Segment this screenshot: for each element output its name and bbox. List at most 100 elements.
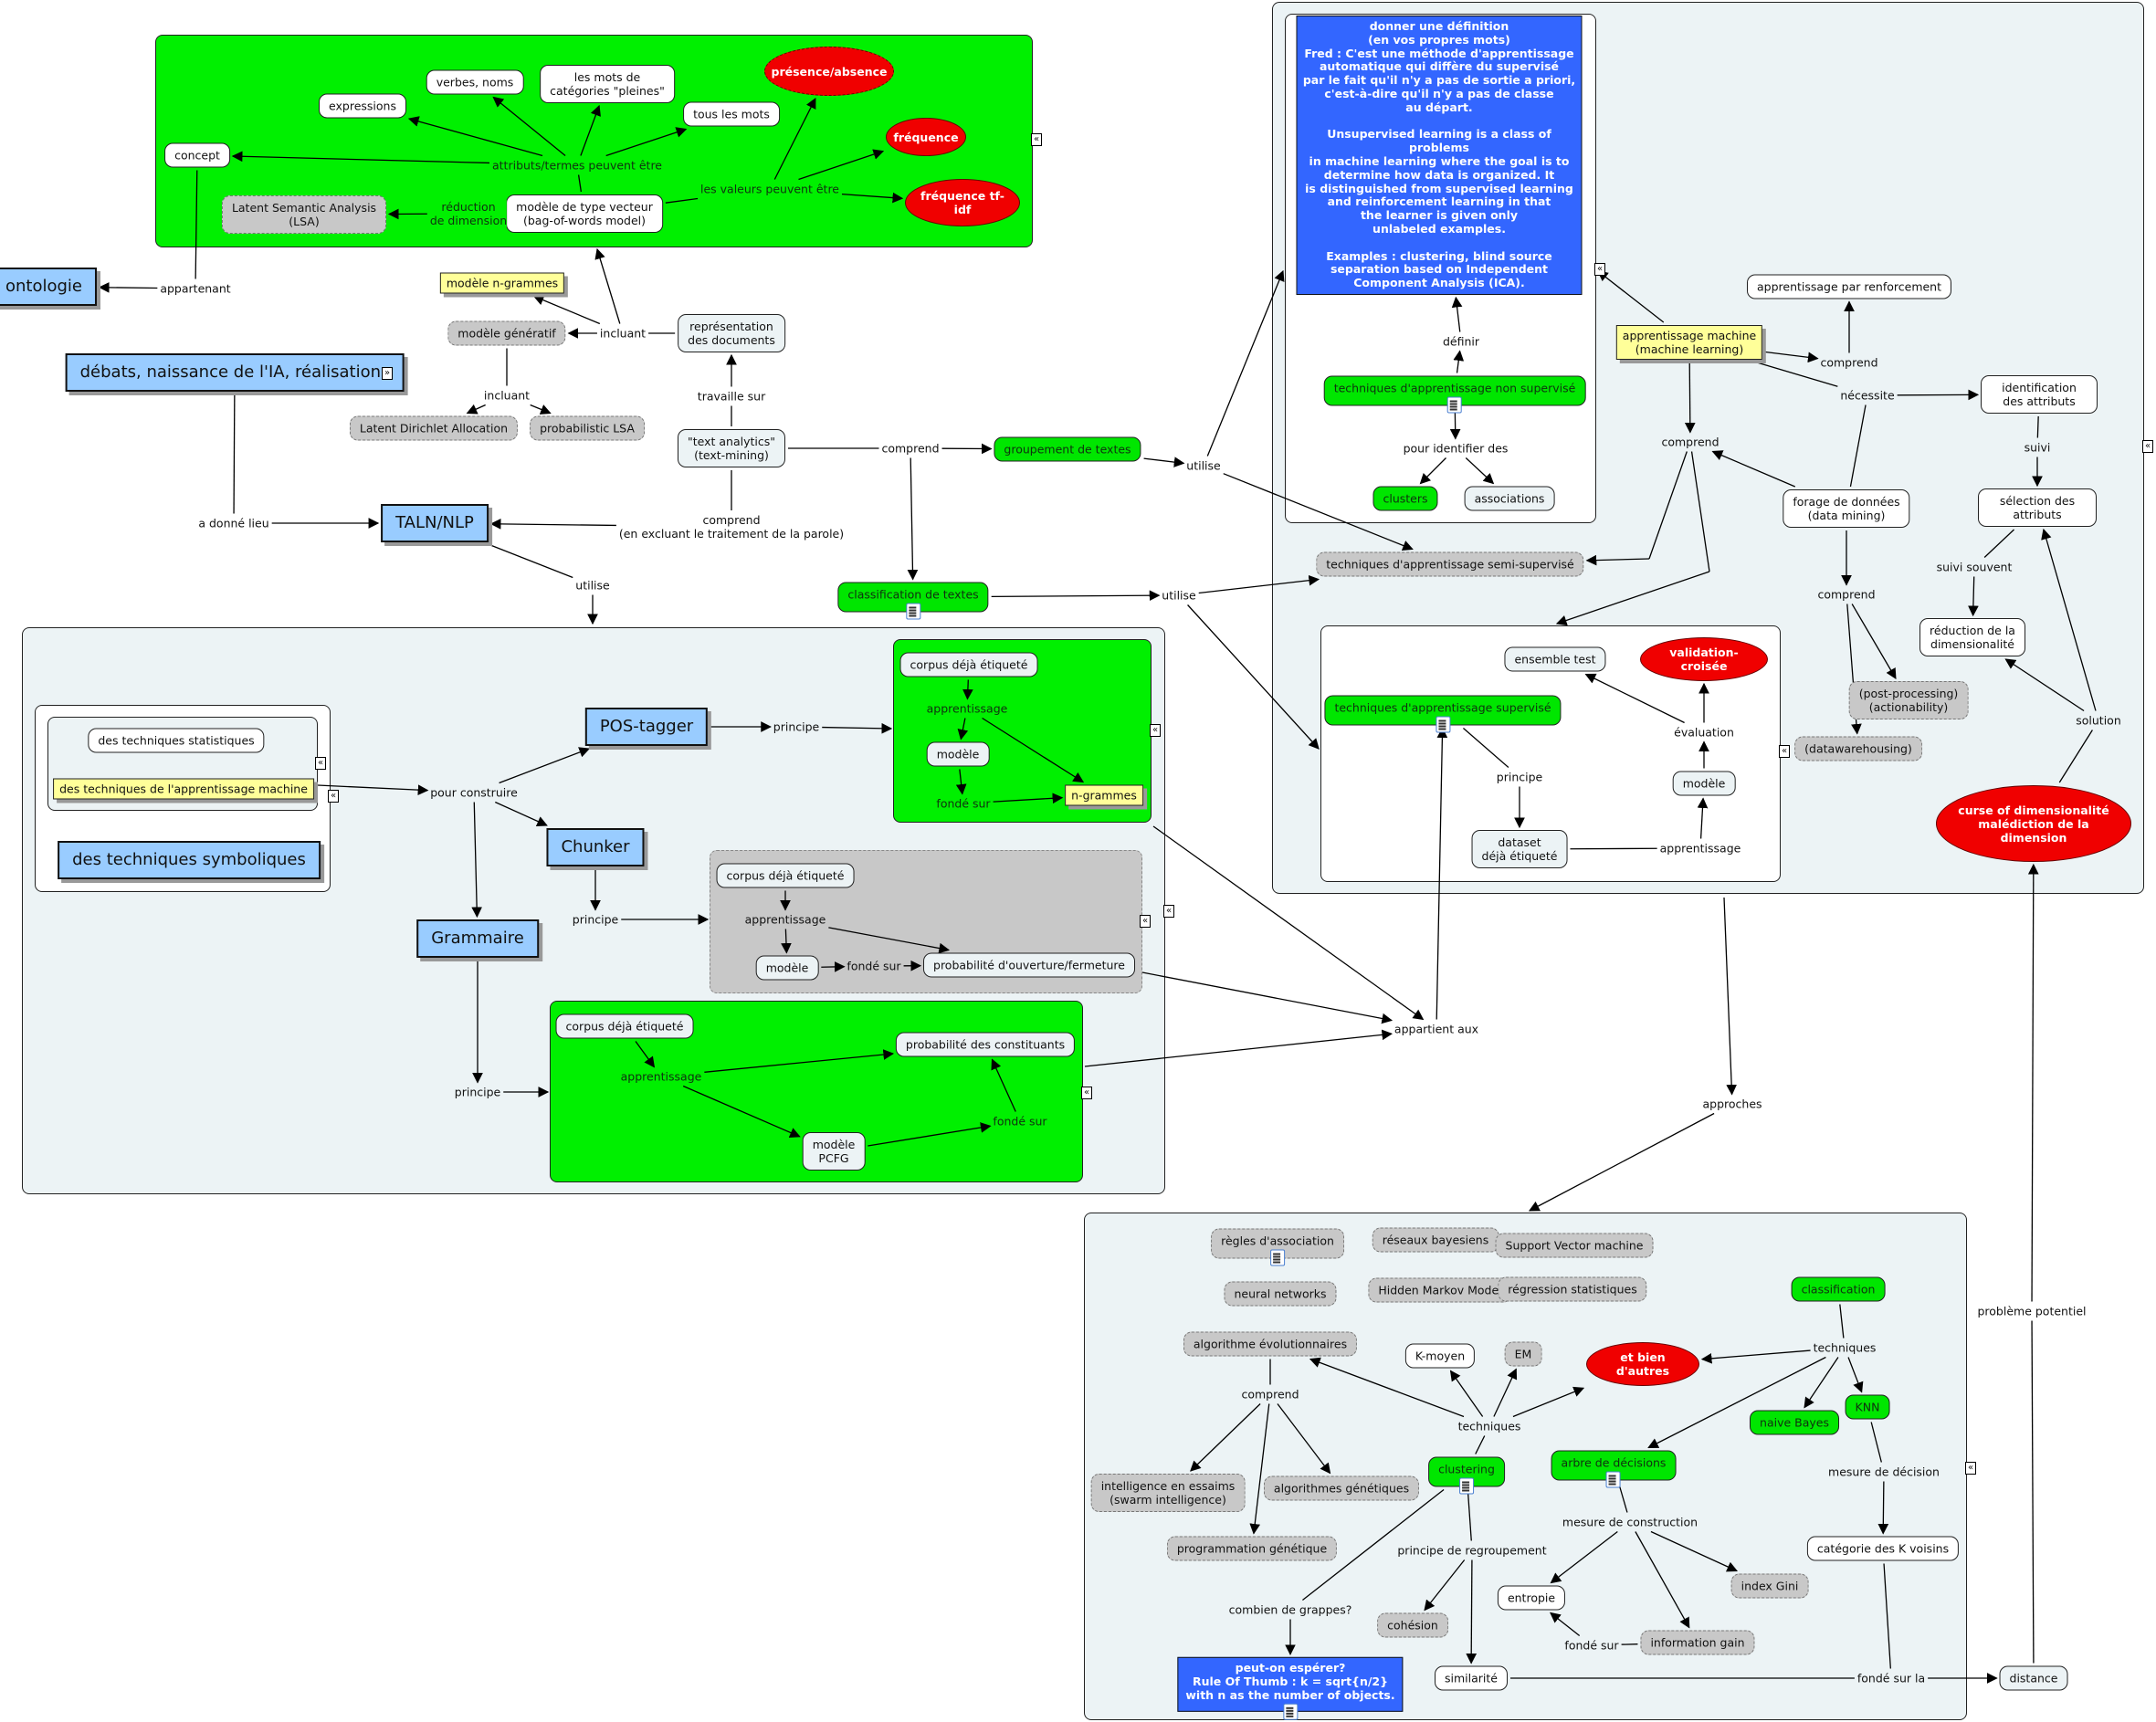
hmm-node[interactable]: Hidden Markov Model (1368, 1277, 1512, 1303)
plsa-node[interactable]: probabilistic LSA (530, 415, 645, 441)
knn-node[interactable]: KNN (1845, 1394, 1890, 1420)
k-moyen-node[interactable]: K-moyen (1404, 1343, 1476, 1369)
regles-association-node[interactable]: règles d'association (1211, 1228, 1344, 1266)
classification-node[interactable]: classification (1791, 1276, 1886, 1302)
clusters-node[interactable]: clusters (1372, 486, 1438, 511)
statistical-techniques-node[interactable]: des techniques statistiques (88, 728, 265, 753)
categorie-k-voisins-node[interactable]: catégorie des K voisins (1806, 1536, 1960, 1561)
curse-of-dimensionality-node[interactable]: curse of dimensionalité malédiction de l… (1936, 785, 2131, 862)
pos-tagger-node[interactable]: POS-tagger (584, 708, 709, 746)
swarm-intelligence-node[interactable]: intelligence en essaims (swarm intellige… (1090, 1474, 1246, 1512)
reseaux-bayesiens-node[interactable]: réseaux bayesiens (1372, 1227, 1499, 1253)
collapse-toggle-icon[interactable]: « (1779, 745, 1790, 758)
datawarehousing-node[interactable]: (datawarehousing) (1794, 736, 1922, 761)
neural-networks-node[interactable]: neural networks (1224, 1281, 1337, 1307)
svm-node[interactable]: Support Vector machine (1495, 1233, 1654, 1258)
em-node[interactable]: EM (1504, 1341, 1542, 1367)
representation-documents-node[interactable]: représentation des documents (678, 314, 785, 352)
document-icon[interactable] (1436, 716, 1450, 733)
modele-node[interactable]: modèle (1672, 771, 1736, 796)
verbes-noms-node[interactable]: verbes, noms (426, 69, 524, 95)
document-icon[interactable] (1459, 1477, 1474, 1495)
document-icon[interactable] (1269, 1249, 1285, 1266)
grammaire-node[interactable]: Grammaire (416, 919, 539, 958)
groupement-textes-node[interactable]: groupement de textes (994, 436, 1141, 462)
document-icon[interactable] (906, 603, 920, 620)
chunker-node[interactable]: Chunker (546, 828, 645, 866)
document-icon[interactable] (1282, 1704, 1298, 1721)
concept-node[interactable]: concept (164, 142, 230, 168)
modele-ngrammes-node[interactable]: modèle n-grammes (439, 272, 565, 294)
dataset-node[interactable]: dataset déjà étiqueté (1471, 830, 1568, 868)
principe-label: principe (572, 912, 619, 927)
ontologie-node[interactable]: ontologie (0, 268, 98, 306)
collapse-toggle-icon[interactable]: « (328, 790, 339, 803)
modele-node[interactable]: modèle (755, 955, 819, 981)
mots-pleines-node[interactable]: les mots de catégories "pleines" (540, 65, 675, 103)
presence-absence-node[interactable]: présence/absence (764, 47, 894, 96)
collapse-toggle-icon[interactable]: « (1163, 905, 1174, 918)
ml-techniques-node[interactable]: des techniques de l'apprentissage machin… (53, 778, 314, 800)
collapse-toggle-icon[interactable]: « (2142, 440, 2153, 453)
collapse-toggle-icon[interactable]: « (1081, 1087, 1092, 1099)
collapse-toggle-icon[interactable]: « (1140, 915, 1151, 928)
document-icon[interactable] (1606, 1471, 1621, 1488)
corpus-etiquete-node[interactable]: corpus déjà étiqueté (716, 863, 855, 888)
machine-learning-node[interactable]: apprentissage machine (machine learning) (1615, 325, 1763, 360)
lsa-node[interactable]: Latent Semantic Analysis (LSA) (221, 195, 387, 234)
selection-attributs-node[interactable]: sélection des attributs (1978, 488, 2097, 527)
naive-bayes-node[interactable]: naive Bayes (1750, 1410, 1839, 1435)
corpus-etiquete-node[interactable]: corpus déjà étiqueté (555, 1013, 694, 1039)
modele-pcfg-node[interactable]: modèle PCFG (802, 1132, 866, 1171)
arbre-decisions-node[interactable]: arbre de décisions (1551, 1450, 1677, 1488)
post-processing-node[interactable]: (post-processing) (actionability) (1848, 681, 1969, 719)
modele-node[interactable]: modèle (926, 741, 990, 767)
cohesion-node[interactable]: cohésion (1377, 1612, 1448, 1638)
unsupervised-techniques-node[interactable]: techniques d'apprentissage non supervisé (1323, 375, 1586, 414)
reinforcement-learning-node[interactable]: apprentissage par renforcement (1746, 274, 1952, 299)
taln-nlp-node[interactable]: TALN/NLP (381, 504, 489, 542)
index-gini-node[interactable]: index Gini (1730, 1573, 1809, 1599)
data-mining-node[interactable]: forage de données (data mining) (1783, 489, 1910, 528)
debats-node[interactable]: débats, naissance de l'IA, réalisations (65, 353, 405, 392)
tous-les-mots-node[interactable]: tous les mots (683, 101, 780, 127)
clustering-node[interactable]: clustering (1428, 1456, 1505, 1495)
frequence-node[interactable]: fréquence (886, 118, 966, 156)
distance-node[interactable]: distance (1999, 1665, 2068, 1691)
collapse-toggle-icon[interactable]: « (1150, 724, 1161, 737)
identification-attributs-node[interactable]: identification des attributs (1981, 375, 2098, 414)
frequence-tfidf-node[interactable]: fréquence tf-idf (905, 179, 1020, 226)
ensemble-test-node[interactable]: ensemble test (1504, 646, 1606, 672)
n-grammes-node[interactable]: n-grammes (1065, 784, 1143, 806)
collapse-toggle-icon[interactable]: « (1965, 1462, 1976, 1475)
symbolic-techniques-node[interactable]: des techniques symboliques (58, 841, 321, 879)
information-gain-node[interactable]: information gain (1640, 1630, 1755, 1655)
programmation-genetique-node[interactable]: programmation génétique (1166, 1536, 1338, 1561)
collapse-toggle-icon[interactable]: « (315, 757, 326, 770)
associations-node[interactable]: associations (1464, 486, 1555, 511)
probabilite-constituants-node[interactable]: probabilité des constituants (895, 1032, 1076, 1057)
supervised-techniques-node[interactable]: techniques d'apprentissage supervisé (1324, 695, 1562, 733)
algorithmes-genetiques-node[interactable]: algorithmes génétiques (1263, 1475, 1420, 1501)
modele-generatif-node[interactable]: modèle génératif (447, 320, 566, 346)
collapse-toggle-icon[interactable]: « (1594, 263, 1605, 276)
regression-node[interactable]: régression statistiques (1498, 1276, 1647, 1302)
entropie-node[interactable]: entropie (1497, 1585, 1566, 1611)
probabilite-ouverture-node[interactable]: probabilité d'ouverture/fermeture (923, 952, 1135, 978)
classification-textes-node[interactable]: classification de textes (837, 582, 989, 620)
text-analytics-node[interactable]: "text analytics" (text-mining) (677, 429, 786, 467)
expand-toggle-icon[interactable]: » (382, 367, 393, 380)
vector-model-node[interactable]: modèle de type vecteur (bag-of-words mod… (506, 194, 663, 233)
collapse-toggle-icon[interactable]: « (1031, 133, 1042, 146)
corpus-etiquete-node[interactable]: corpus déjà étiqueté (899, 652, 1038, 677)
similarite-node[interactable]: similarité (1435, 1665, 1508, 1691)
lda-node[interactable]: Latent Dirichlet Allocation (349, 415, 519, 441)
reduction-dimensionalite-node[interactable]: réduction de la dimensionalité (1919, 618, 2025, 656)
document-icon[interactable] (1447, 396, 1462, 414)
validation-croisee-node[interactable]: validation-croisée (1640, 637, 1768, 681)
et-bien-dautres-node[interactable]: et bien d'autres (1586, 1342, 1699, 1386)
expressions-node[interactable]: expressions (319, 93, 406, 119)
semi-supervised-node[interactable]: techniques d'apprentissage semi-supervis… (1316, 551, 1584, 577)
les-valeurs-label: les valeurs peuvent être (700, 182, 839, 196)
algorithme-evolutionnaires-node[interactable]: algorithme évolutionnaires (1183, 1331, 1358, 1357)
